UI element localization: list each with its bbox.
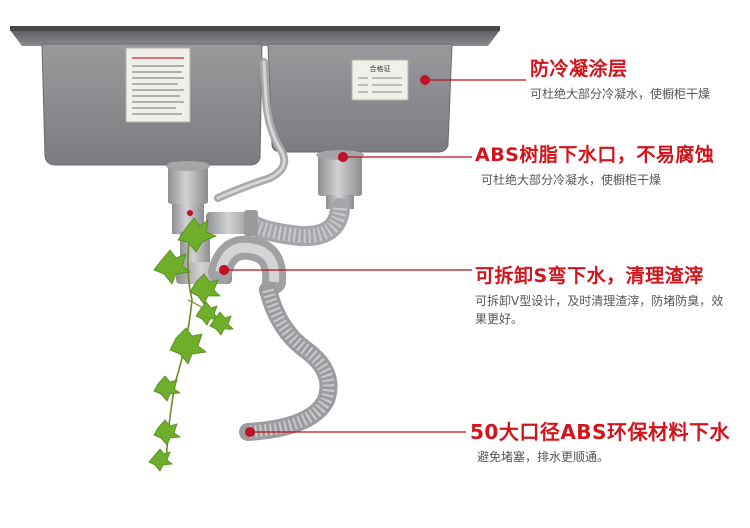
callout-outlet-hose: 50大口径ABS环保材料下水 避免堵塞，排水更顺通。	[470, 420, 730, 466]
callout-description: 可杜绝大部分冷凝水，使橱柜干燥	[481, 173, 662, 187]
leaf-icon	[209, 311, 234, 336]
callout-description: 可拆卸V型设计，及时清理渣滓，防堵防臭，效果更好。	[475, 294, 724, 326]
leader-dot-4	[245, 427, 255, 437]
callout-title: ABS树脂下水口，不易腐蚀	[475, 144, 715, 166]
sink-rim	[10, 26, 500, 46]
certificate-label-lines	[358, 77, 402, 93]
s-trap	[208, 235, 287, 294]
callout-abs-outlet: ABS树脂下水口，不易腐蚀 可杜绝大部分冷凝水，使橱柜干燥	[475, 143, 714, 189]
right-sink-bowl: 合格证	[267, 43, 453, 153]
callout-anti-condensation: 防冷凝涂层 可杜绝大部分冷凝水，使橱柜干燥	[530, 57, 745, 103]
leaf-icon	[169, 327, 208, 365]
decorative-vine	[148, 217, 234, 472]
outlet-corrugated-hose	[239, 281, 338, 441]
callout-title: 50大口径ABS环保材料下水	[470, 420, 730, 444]
callout-description: 可杜绝大部分冷凝水，使橱柜干燥	[530, 87, 711, 101]
leaf-icon	[153, 249, 192, 285]
left-label-text-lines	[132, 57, 184, 115]
callout-dots	[219, 75, 430, 437]
right-corrugated-hose	[238, 198, 350, 247]
leaf-icon	[148, 448, 174, 472]
certificate-label-title: 合格证	[370, 64, 391, 73]
callout-title: 防冷凝涂层	[530, 58, 628, 80]
leader-dot-1	[420, 75, 430, 85]
callout-s-trap: 可拆卸S弯下水，清理渣滓 可拆卸V型设计，及时清理渣滓，防堵防臭，效果更好。	[475, 264, 730, 328]
leader-dot-3	[219, 265, 229, 275]
leaf-icon	[153, 375, 182, 402]
callout-leaders	[224, 79, 526, 433]
left-sink-bowl	[41, 43, 263, 166]
leaf-icon	[189, 273, 221, 305]
tee-connector	[206, 210, 258, 236]
leader-dot-2	[338, 152, 348, 162]
left-warning-label	[125, 47, 191, 123]
leaf-icon	[177, 217, 218, 253]
right-certificate-label	[351, 59, 409, 101]
callout-description: 避免堵塞，排水更顺通。	[477, 450, 610, 464]
overflow-hoses	[214, 58, 289, 202]
leaf-icon	[153, 419, 182, 446]
callout-title: 可拆卸S弯下水，清理渣滓	[475, 265, 704, 287]
